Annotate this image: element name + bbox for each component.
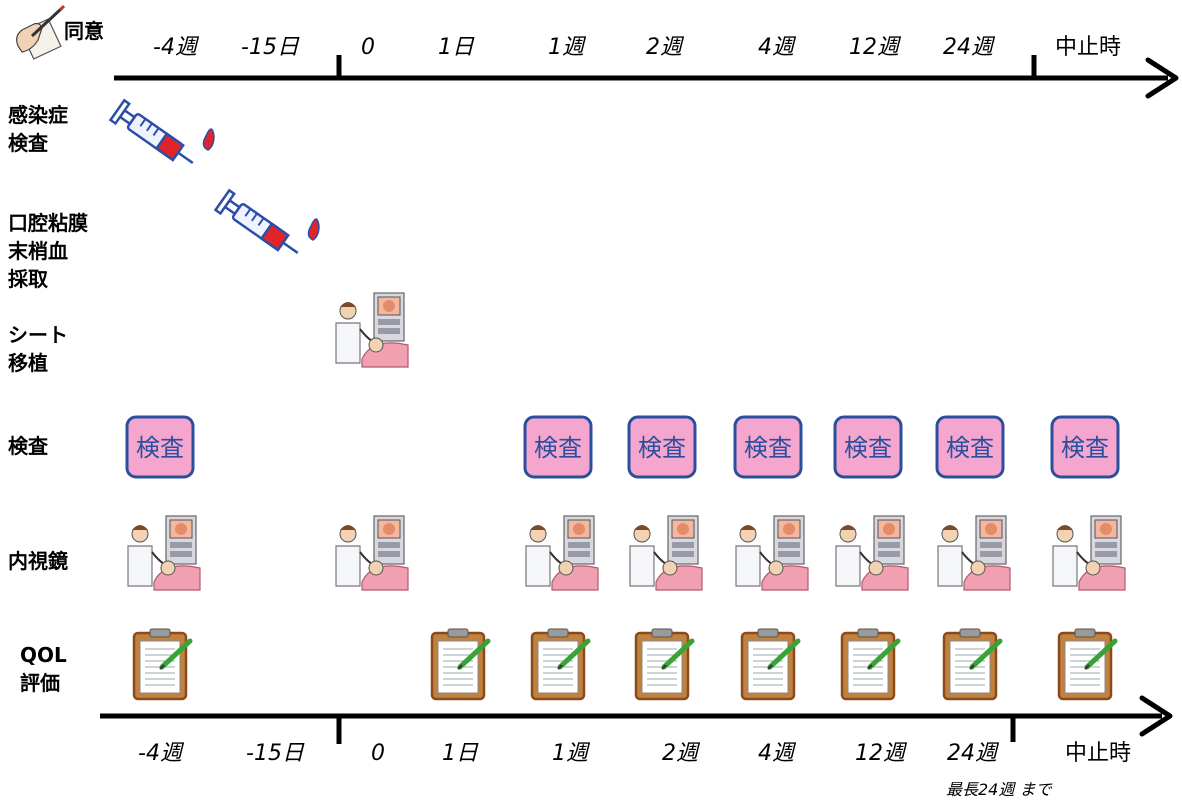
row-icons: 検査 検査 検査 検査 検査 検査 検査 [108, 98, 1126, 701]
top-axis-tick-labels: -4週 -15日 0 1日 1週 2週 4週 12週 24週 中止時 [153, 35, 1121, 60]
bottom-tick-label-4: 1週 [552, 741, 591, 766]
bottom-tick-label-1: -15日 [246, 741, 305, 766]
endoscopy-icon-endoscopy-2 [335, 515, 409, 591]
row-label-infection-0: 感染症 [8, 103, 68, 127]
top-tick-label-8: 24週 [943, 35, 996, 60]
bottom-tick-label-8: 24週 [947, 741, 1000, 766]
exam-badge-exam-6: 検査 [733, 415, 803, 479]
exam-badge-label: 検査 [136, 434, 184, 462]
exam-badge-exam-0: 検査 [125, 415, 195, 479]
bottom-timeline-axis [100, 695, 1173, 744]
row-label-endoscopy-0: 内視鏡 [8, 549, 68, 573]
syringe-icon-infection-0 [108, 98, 215, 164]
endoscopy-icon-endoscopy-0 [127, 515, 201, 591]
bottom-tick-label-5: 2週 [662, 741, 701, 766]
clipboard-icon-qol-9 [1057, 628, 1118, 701]
exam-badge-label: 検査 [534, 434, 582, 462]
top-tick-label-2: 0 [361, 35, 375, 60]
endoscopy-icon-endoscopy-7 [835, 515, 909, 591]
exam-badge-exam-5: 検査 [627, 415, 697, 479]
exam-badge-exam-8: 検査 [935, 415, 1005, 479]
consent-hand-pen-icon [16, 4, 66, 60]
exam-badge-label: 検査 [844, 434, 892, 462]
row-label-transplant-0: シート [8, 323, 68, 347]
clipboard-icon-qol-8 [942, 628, 1003, 701]
clipboard-icon-qol-5 [634, 628, 695, 701]
exam-badge-label: 検査 [638, 434, 686, 462]
top-tick-label-6: 4週 [758, 35, 797, 60]
row-label-sampling-0: 口腔粘膜 [8, 211, 88, 235]
top-tick-label-5: 2週 [646, 35, 685, 60]
clipboard-icon-qol-6 [740, 628, 801, 701]
exam-badge-exam-7: 検査 [833, 415, 903, 479]
syringe-icon-sampling-1 [213, 188, 320, 254]
row-label-exam-0: 検査 [8, 434, 48, 458]
exam-badge-exam-4: 検査 [523, 415, 593, 479]
exam-badge-label: 検査 [946, 434, 994, 462]
top-tick-label-3: 1日 [438, 35, 475, 60]
consent-label: 同意 [64, 19, 104, 43]
endoscopy-icon-endoscopy-9 [1052, 515, 1126, 591]
bottom-tick-label-9: 中止時 [1065, 741, 1131, 766]
clipboard-icon-qol-7 [840, 628, 901, 701]
exam-badge-exam-9: 検査 [1050, 415, 1120, 479]
top-tick-label-4: 1週 [548, 35, 587, 60]
top-tick-label-9: 中止時 [1055, 35, 1121, 60]
endoscopy-icon-endoscopy-4 [525, 515, 599, 591]
clipboard-icon-qol-3 [430, 628, 491, 701]
bottom-tick-label-0: -4週 [138, 741, 185, 766]
top-tick-label-1: -15日 [241, 35, 300, 60]
row-label-transplant-1: 移植 [8, 351, 48, 375]
row-label-infection-1: 検査 [8, 131, 48, 155]
bottom-tick-label-7: 12週 [855, 741, 908, 766]
bottom-tick-label-3: 1日 [442, 741, 479, 766]
row-label-sampling-1: 末梢血 [8, 239, 68, 263]
clipboard-icon-qol-0 [132, 628, 193, 701]
row-label-qol-1: 評価 [20, 671, 60, 695]
exam-badge-label: 検査 [1061, 434, 1109, 462]
top-tick-label-7: 12週 [849, 35, 902, 60]
top-tick-label-0: -4週 [153, 35, 200, 60]
endoscopy-icon-endoscopy-5 [629, 515, 703, 591]
endoscopy-icon-transplant-2 [335, 292, 409, 368]
bottom-axis-tick-labels: -4週 -15日 0 1日 1週 2週 4週 12週 24週 中止時 [138, 741, 1131, 766]
max-duration-note: 最長24週 まで [946, 780, 1052, 799]
exam-badge-label: 検査 [744, 434, 792, 462]
clipboard-icon-qol-4 [530, 628, 591, 701]
row-label-qol-0: QOL [20, 643, 67, 667]
bottom-tick-label-2: 0 [371, 741, 385, 766]
row-label-sampling-2: 採取 [8, 267, 48, 291]
bottom-tick-label-6: 4週 [758, 741, 797, 766]
endoscopy-icon-endoscopy-8 [937, 515, 1011, 591]
endoscopy-icon-endoscopy-6 [735, 515, 809, 591]
top-timeline-axis [114, 55, 1179, 99]
